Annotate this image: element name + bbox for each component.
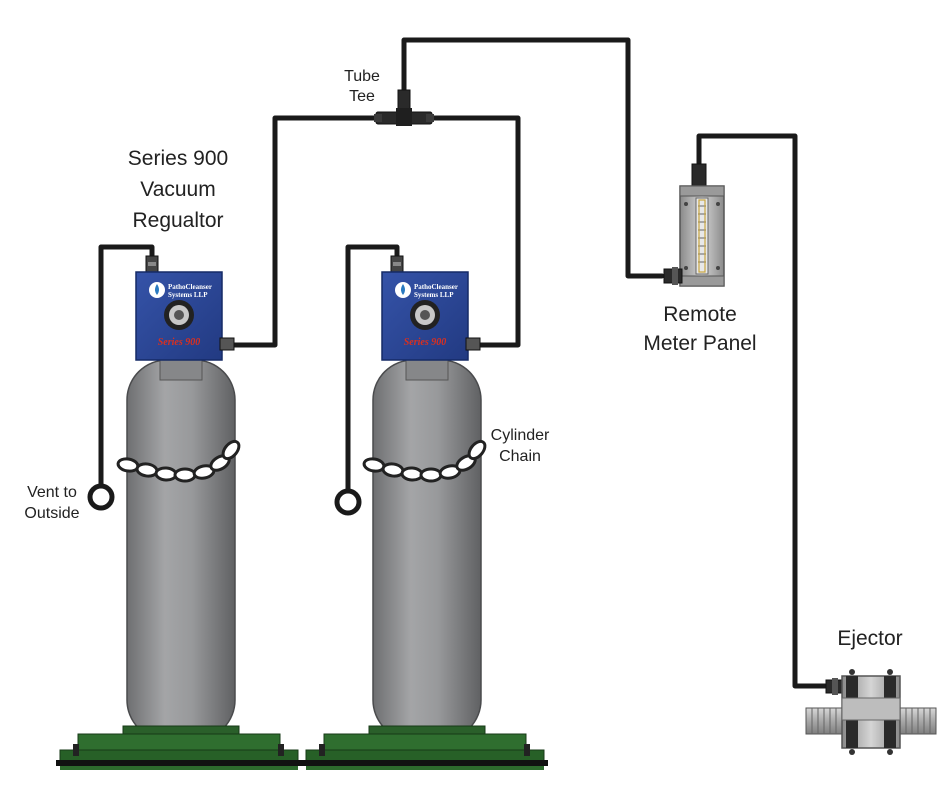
ejector	[805, 669, 937, 755]
cylinder-chain-2	[362, 439, 487, 483]
tube-regulator-1-to-tee	[229, 115, 383, 348]
label-tube-tee-line1: Tube	[344, 68, 380, 85]
vent-outlet-left	[87, 483, 115, 511]
label-vent-line1: Vent to	[27, 484, 77, 501]
regulator-2-model-label: Series 900	[404, 337, 447, 348]
vent-line-left	[98, 244, 155, 488]
regulator-1-brand-line1: PathoCleanser	[168, 283, 212, 291]
chlorine-cylinder-2	[372, 355, 482, 741]
label-regulator-line3: Regualtor	[132, 209, 223, 232]
vent-line-right	[345, 244, 400, 495]
vent-outlet-right	[334, 488, 362, 516]
label-cylinder-chain-line2: Chain	[499, 448, 541, 465]
label-remote-meter-line1: Remote	[663, 303, 737, 326]
tube-regulator-2-to-tee	[425, 115, 521, 348]
tube-meter-to-ejector	[696, 133, 833, 689]
label-remote-meter-line2: Meter Panel	[643, 332, 756, 355]
label-cylinder-chain-line1: Cylinder	[491, 427, 550, 444]
label-tube-tee-line2: Tee	[349, 88, 375, 105]
label-regulator-line1: Series 900	[128, 147, 228, 170]
vacuum-regulator-1: PathoCleanser Systems LLP Series 900	[135, 255, 235, 361]
label-remote-meter: Remote Meter Panel	[643, 303, 756, 355]
chlorine-cylinder-1	[126, 355, 236, 741]
label-vent: Vent to Outside	[24, 484, 79, 522]
base-plate-1	[56, 725, 302, 770]
ejector-inlet-thread	[805, 707, 843, 735]
label-ejector: Ejector	[837, 627, 902, 650]
tube-tee	[374, 89, 434, 126]
remote-meter-panel	[663, 163, 725, 287]
label-tube-tee: Tube Tee	[344, 68, 380, 105]
vacuum-regulator-2: PathoCleanser Systems LLP Series 900	[381, 255, 481, 361]
label-regulator: Series 900 Vacuum Regualtor	[128, 147, 228, 232]
regulator-1-brand-line2: Systems LLP	[168, 291, 208, 299]
label-regulator-line2: Vacuum	[140, 178, 215, 201]
meter-sight-tube	[695, 197, 709, 275]
label-cylinder-chain: Cylinder Chain	[491, 427, 550, 465]
base-plate-2	[302, 725, 548, 770]
cylinder-chain-1	[116, 439, 241, 483]
regulator-2-brand-line2: Systems LLP	[414, 291, 454, 299]
tube-tee-to-meter	[401, 37, 665, 279]
regulator-2-brand-line1: PathoCleanser	[414, 283, 458, 291]
regulator-1-model-label: Series 900	[158, 337, 201, 348]
ejector-outlet-thread	[899, 707, 937, 735]
vacuum-tubing	[98, 37, 833, 689]
label-vent-line2: Outside	[24, 505, 79, 522]
